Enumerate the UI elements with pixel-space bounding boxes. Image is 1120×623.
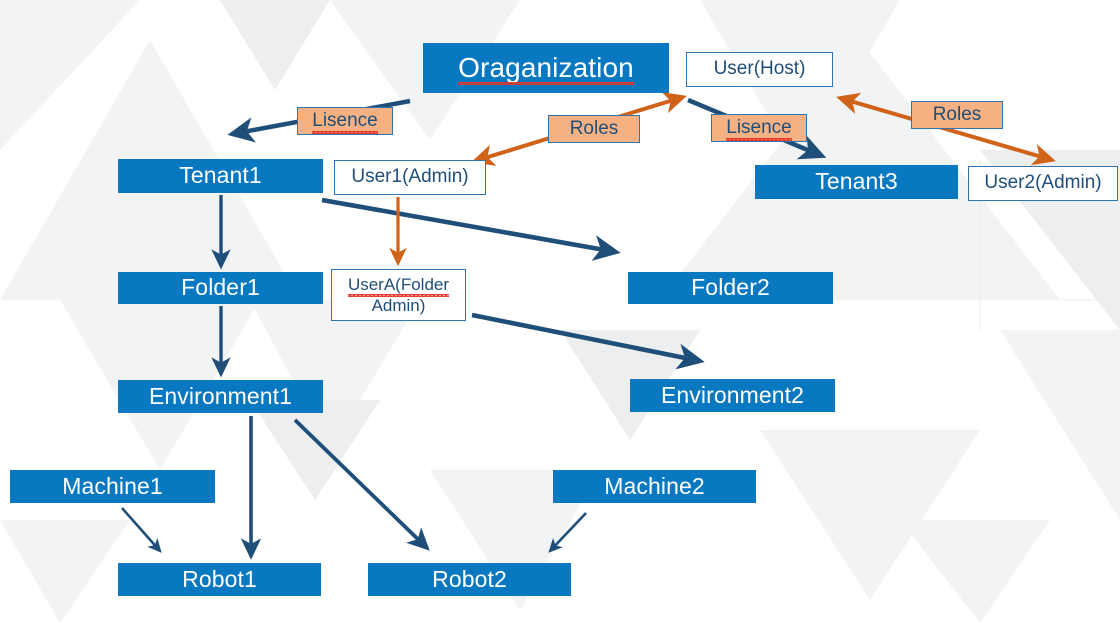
node-machine1[interactable]: Machine1 (10, 470, 215, 503)
edge-environment1-to-robot2 (293, 418, 430, 551)
node-folder2-label: Folder2 (691, 274, 770, 301)
edge-label-roles-right[interactable]: Roles (911, 101, 1003, 129)
edge-label-lisence-right[interactable]: Lisence (711, 114, 807, 142)
node-machine2[interactable]: Machine2 (553, 470, 756, 503)
node-user2-admin-label: User2(Admin) (984, 172, 1102, 194)
node-tenant1[interactable]: Tenant1 (118, 159, 323, 193)
node-robot1[interactable]: Robot1 (118, 563, 321, 596)
node-environment1[interactable]: Environment1 (118, 380, 323, 413)
node-tenant1-label: Tenant1 (179, 162, 262, 189)
node-organization[interactable]: Oraganization (423, 43, 669, 93)
node-robot2-label: Robot2 (432, 565, 507, 592)
node-machine2-label: Machine2 (604, 472, 705, 499)
edge-label-lisence-right-text: Lisence (726, 117, 792, 141)
node-usera-folder-admin-label-line1: UserA(Folder (347, 274, 450, 298)
node-user2-admin[interactable]: User2(Admin) (968, 166, 1118, 201)
node-environment1-label: Environment1 (148, 382, 293, 409)
edge-folder1-to-environment2 (471, 312, 705, 370)
node-environment2-label: Environment2 (660, 381, 805, 408)
edge-label-roles-right-text: Roles (932, 104, 982, 125)
edge-label-roles-center-text: Roles (569, 118, 619, 139)
node-user-host[interactable]: User(Host) (686, 52, 833, 87)
node-usera-folder-admin[interactable]: UserA(Folder Admin) (331, 269, 466, 321)
node-user1-admin[interactable]: User1(Admin) (334, 160, 486, 195)
edge-label-lisence-left[interactable]: Lisence (297, 107, 393, 135)
node-user-host-label: User(Host) (713, 58, 806, 80)
node-robot1-label: Robot1 (182, 565, 257, 592)
node-tenant3-label: Tenant3 (815, 168, 898, 195)
node-usera-folder-admin-label-line2: Admin) (371, 296, 426, 315)
edge-label-roles-center[interactable]: Roles (548, 115, 640, 143)
edge-label-lisence-left-text: Lisence (312, 110, 378, 134)
edge-tenant1-to-folder2 (321, 197, 621, 261)
node-folder2[interactable]: Folder2 (628, 272, 833, 304)
node-machine1-label: Machine1 (62, 472, 163, 499)
edge-machine2-to-robot2 (548, 512, 587, 553)
node-user1-admin-label: User1(Admin) (351, 166, 469, 188)
node-environment2[interactable]: Environment2 (630, 379, 835, 412)
node-tenant3[interactable]: Tenant3 (755, 165, 958, 199)
node-folder1[interactable]: Folder1 (118, 272, 323, 304)
node-folder1-label: Folder1 (181, 274, 260, 301)
edge-machine1-to-robot1 (121, 507, 162, 553)
node-organization-label: Oraganization (458, 51, 634, 86)
node-robot2[interactable]: Robot2 (368, 563, 571, 596)
